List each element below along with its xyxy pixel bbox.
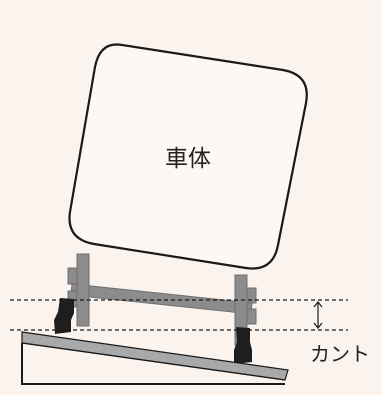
cant-arrow [313,301,323,329]
axle [70,283,253,315]
ground-wedge [21,343,285,385]
cant-label: カント [310,342,370,366]
ground-wedge-slope [21,342,286,381]
car-body [68,43,308,270]
right-wheel [234,327,252,364]
car-body-label: 車体 [165,146,211,172]
left-wheel [54,298,74,334]
